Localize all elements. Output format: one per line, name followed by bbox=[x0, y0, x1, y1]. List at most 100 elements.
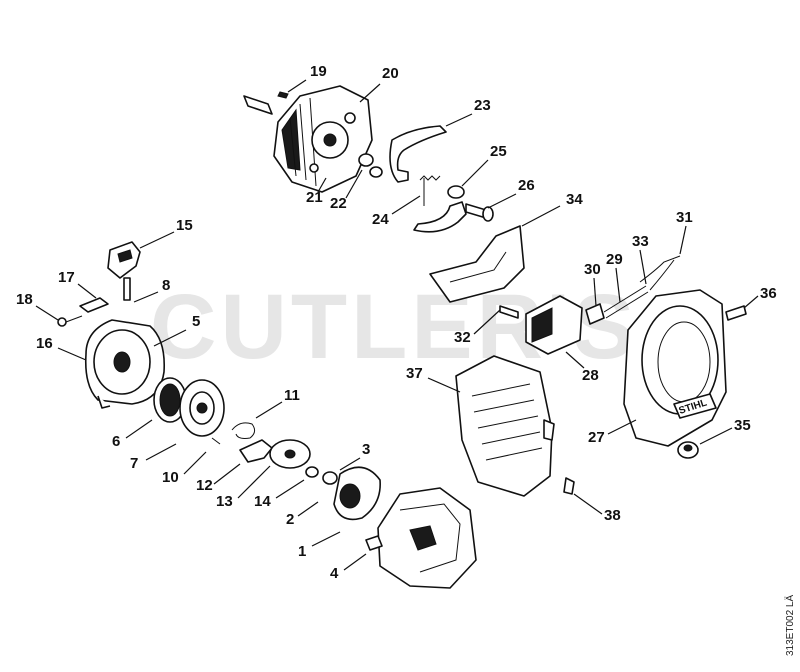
callout-31: 31 bbox=[676, 209, 693, 255]
callout-4: 4 bbox=[330, 553, 367, 582]
leader-line-1 bbox=[311, 531, 341, 547]
callout-5: 5 bbox=[153, 313, 200, 347]
leader-line-12 bbox=[213, 463, 241, 485]
callout-number-25: 25 bbox=[490, 143, 507, 160]
cooling-shroud bbox=[429, 225, 681, 497]
leader-line-23 bbox=[445, 113, 473, 127]
callout-number-23: 23 bbox=[474, 97, 491, 114]
callout-29: 29 bbox=[606, 251, 623, 303]
callout-number-30: 30 bbox=[584, 261, 601, 278]
callout-number-8: 8 bbox=[162, 277, 170, 294]
callout-25: 25 bbox=[461, 143, 507, 187]
callout-13: 13 bbox=[216, 465, 271, 510]
leader-line-21 bbox=[317, 177, 327, 193]
flywheel-assembly bbox=[243, 85, 494, 233]
callout-14: 14 bbox=[254, 479, 305, 510]
leader-line-36 bbox=[743, 295, 759, 309]
callout-number-18: 18 bbox=[16, 291, 33, 308]
crankcase bbox=[365, 487, 477, 589]
callout-34: 34 bbox=[521, 191, 583, 227]
leader-line-35 bbox=[699, 427, 733, 445]
callout-26: 26 bbox=[487, 177, 535, 209]
callout-number-34: 34 bbox=[566, 191, 583, 208]
leader-line-8 bbox=[133, 291, 159, 303]
leader-line-4 bbox=[343, 553, 367, 571]
callout-6: 6 bbox=[112, 419, 153, 450]
callout-number-28: 28 bbox=[582, 367, 599, 384]
callout-17: 17 bbox=[58, 269, 97, 299]
leader-line-17 bbox=[77, 283, 97, 299]
leader-line-14 bbox=[275, 479, 305, 499]
leader-line-19 bbox=[287, 79, 307, 93]
callout-8: 8 bbox=[133, 277, 170, 303]
callout-24: 24 bbox=[372, 195, 421, 228]
callout-22: 22 bbox=[330, 169, 363, 212]
callout-16: 16 bbox=[36, 335, 87, 361]
leader-line-11 bbox=[255, 401, 283, 419]
leader-line-32 bbox=[473, 309, 501, 335]
callout-21: 21 bbox=[306, 177, 327, 206]
leader-line-34 bbox=[521, 205, 561, 227]
callout-3: 3 bbox=[339, 441, 370, 471]
callout-number-29: 29 bbox=[606, 251, 623, 268]
callout-35: 35 bbox=[699, 417, 751, 445]
leader-line-27 bbox=[607, 419, 637, 435]
leader-line-6 bbox=[125, 419, 153, 439]
callout-number-27: 27 bbox=[588, 429, 605, 446]
callout-number-38: 38 bbox=[604, 507, 621, 524]
callout-number-6: 6 bbox=[112, 433, 120, 450]
callout-36: 36 bbox=[743, 285, 777, 309]
callout-27: 27 bbox=[588, 419, 637, 446]
leader-line-20 bbox=[359, 83, 381, 103]
callout-7: 7 bbox=[130, 443, 177, 472]
callout-number-15: 15 bbox=[176, 217, 193, 234]
leader-line-3 bbox=[339, 457, 361, 471]
leader-line-24 bbox=[391, 195, 421, 215]
callout-number-12: 12 bbox=[196, 477, 213, 494]
callout-33: 33 bbox=[632, 233, 649, 285]
callout-number-36: 36 bbox=[760, 285, 777, 302]
callout-1: 1 bbox=[298, 531, 341, 560]
callout-12: 12 bbox=[196, 463, 241, 494]
callout-30: 30 bbox=[584, 261, 601, 307]
leader-line-7 bbox=[145, 443, 177, 461]
leader-line-10 bbox=[183, 451, 207, 475]
fan-housing: STIHL bbox=[623, 289, 747, 459]
callout-number-22: 22 bbox=[330, 195, 347, 212]
callout-number-10: 10 bbox=[162, 469, 179, 486]
callout-28: 28 bbox=[565, 351, 599, 384]
leader-line-13 bbox=[237, 465, 271, 499]
leader-line-26 bbox=[487, 193, 517, 209]
callout-number-19: 19 bbox=[310, 63, 327, 80]
callout-number-31: 31 bbox=[676, 209, 693, 226]
callout-number-17: 17 bbox=[58, 269, 75, 286]
drawing-code: 313ET002 LÄ bbox=[784, 595, 796, 656]
callout-number-14: 14 bbox=[254, 493, 271, 510]
callout-11: 11 bbox=[255, 387, 300, 419]
callout-number-26: 26 bbox=[518, 177, 535, 194]
callout-number-4: 4 bbox=[330, 565, 339, 582]
leader-line-29 bbox=[615, 267, 621, 303]
callout-19: 19 bbox=[287, 63, 327, 93]
callout-number-5: 5 bbox=[192, 313, 200, 330]
callout-number-1: 1 bbox=[298, 543, 306, 560]
callout-number-24: 24 bbox=[372, 211, 389, 228]
callout-number-32: 32 bbox=[454, 329, 471, 346]
leader-line-33 bbox=[639, 249, 647, 285]
callout-number-35: 35 bbox=[734, 417, 751, 434]
leader-line-30 bbox=[593, 277, 597, 307]
leader-line-37 bbox=[427, 377, 461, 393]
callout-number-11: 11 bbox=[284, 387, 300, 404]
callout-number-33: 33 bbox=[632, 233, 649, 250]
leader-line-22 bbox=[345, 169, 363, 199]
callout-number-37: 37 bbox=[406, 365, 423, 382]
leader-line-25 bbox=[461, 159, 489, 187]
leader-line-38 bbox=[573, 493, 603, 515]
leader-line-18 bbox=[35, 305, 59, 321]
callout-number-13: 13 bbox=[216, 493, 233, 510]
callout-number-16: 16 bbox=[36, 335, 53, 352]
callout-32: 32 bbox=[454, 309, 501, 346]
starter-assembly bbox=[57, 241, 381, 521]
